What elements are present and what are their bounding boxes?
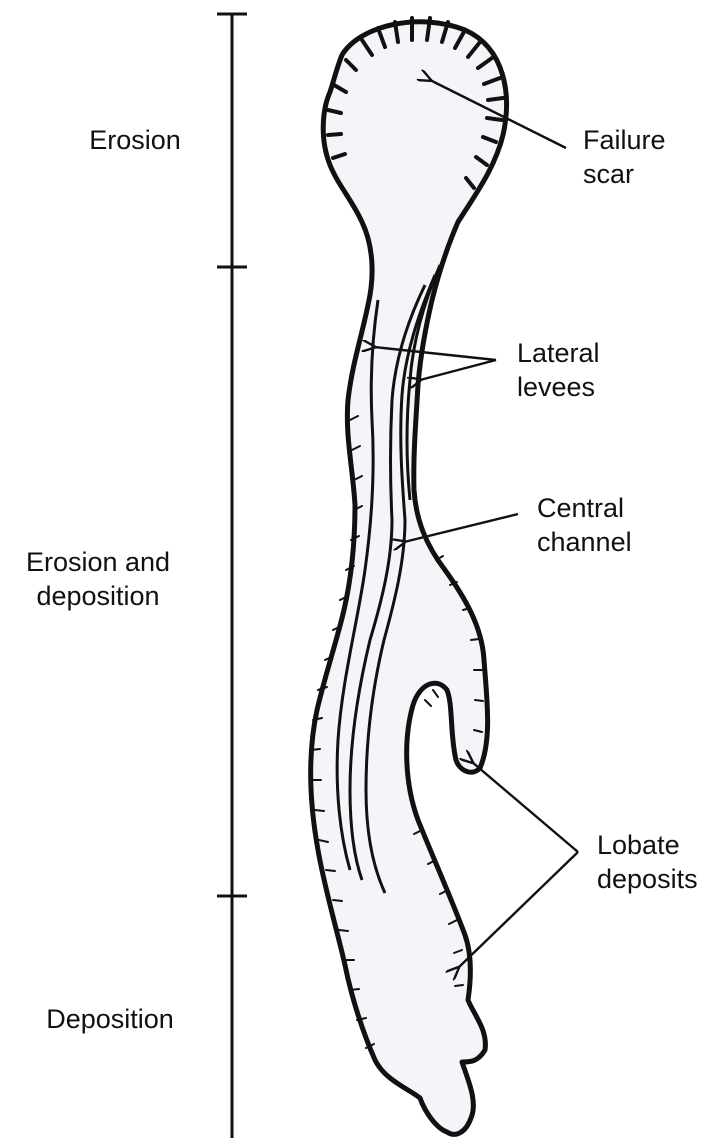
annotation-line: deposits: [597, 862, 698, 896]
annotation-line: Failure: [583, 123, 666, 157]
annotation-lobate-deposits: Lobate deposits: [597, 828, 698, 896]
annotation-line: Central: [537, 491, 632, 525]
zone-label-erosion: Erosion: [60, 123, 210, 157]
zone-label-line: Deposition: [22, 1002, 198, 1036]
lateral-levees-arrow-right: [420, 360, 496, 380]
annotation-line: channel: [537, 525, 632, 559]
zone-label-line: Erosion and: [0, 545, 196, 579]
annotation-lateral-levees: Lateral levees: [517, 336, 600, 404]
zone-label-line: deposition: [0, 579, 196, 613]
annotation-central-channel: Central channel: [537, 491, 632, 559]
zone-scale: [217, 14, 247, 1138]
annotation-line: Lateral: [517, 336, 600, 370]
annotation-line: scar: [583, 157, 666, 191]
lobate-deposits-arrow-lower: [458, 852, 578, 968]
landslide-outline: [311, 22, 507, 1135]
zone-label-deposition: Deposition: [22, 1002, 198, 1036]
zone-label-erosion-and-deposition: Erosion and deposition: [0, 545, 196, 613]
lobate-deposits-arrow-upper: [472, 762, 578, 852]
zone-label-line: Erosion: [60, 123, 210, 157]
annotation-line: Lobate: [597, 828, 698, 862]
annotation-failure-scar: Failure scar: [583, 123, 666, 191]
annotation-line: levees: [517, 370, 600, 404]
